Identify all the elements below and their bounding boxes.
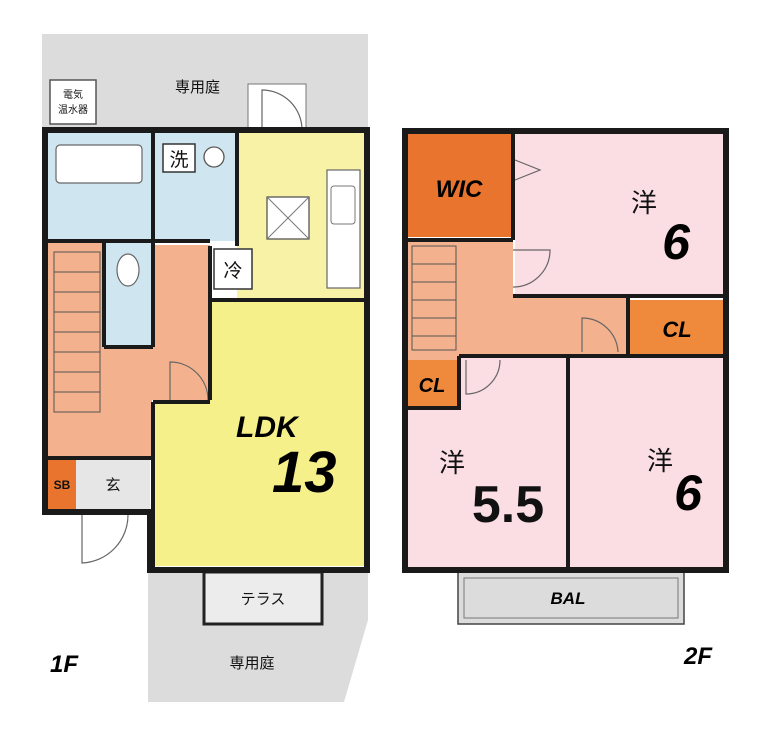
corridor-door-swing [169, 361, 209, 401]
floor-2: WIC 洋 6 CL CL 洋 5.5 洋 [402, 128, 729, 670]
western-a-door-swing [512, 249, 551, 288]
balcony [457, 571, 685, 625]
water-heater-label-line2: 温水器 [58, 104, 88, 116]
western-room-c-size: 6 [674, 465, 703, 521]
entrance-door-swing [81, 513, 129, 564]
sink-icon [203, 146, 225, 168]
closet-left [407, 360, 457, 406]
bathtub [55, 144, 143, 184]
garden-door-frame [247, 83, 307, 131]
island-cross-2 [266, 196, 310, 240]
entrance [76, 458, 150, 510]
ldk-size: 13 [272, 440, 337, 505]
floor-2-label: 2F [683, 643, 713, 670]
stairs-1f [53, 251, 101, 413]
balcony-rail [463, 577, 679, 619]
walls-1f-outer [42, 127, 370, 573]
wash-label: 洗 [169, 149, 188, 171]
western-room-b [407, 356, 566, 570]
western-room-a [515, 133, 724, 294]
shoe-box [48, 458, 76, 510]
fridge-box [213, 248, 253, 290]
western-b-door-swing [465, 359, 501, 395]
shoe-box-label: SB [54, 478, 71, 492]
floor-1: 専用庭 電気 温水器 洗 冷 [42, 34, 370, 702]
ldk-label: LDK [236, 411, 300, 444]
western-room-c-label: 洋 [647, 447, 673, 477]
western-room-c [570, 356, 724, 570]
fridge-label: 冷 [223, 260, 242, 282]
kitchen-sink-icon [330, 185, 356, 225]
water-heater-label-line1: 電気 [63, 88, 83, 101]
stairs-2f [411, 245, 457, 351]
closet-right [630, 300, 724, 354]
western-room-b-label: 洋 [439, 449, 465, 479]
corridor-1f [48, 241, 210, 458]
floor-1-label: 1F [50, 651, 79, 678]
hall-door-swing [581, 317, 619, 353]
wic-door-icon [514, 159, 542, 181]
terrace [202, 570, 324, 626]
garden-bottom-label: 専用庭 [229, 654, 274, 672]
western-room-a-label: 洋 [631, 189, 657, 219]
garden-top-label: 専用庭 [175, 78, 220, 96]
washer-box [162, 143, 196, 173]
garden-door-swing [261, 89, 303, 131]
balcony-label: BAL [551, 589, 586, 608]
closet-left-label: CL [419, 375, 446, 397]
entrance-label: 玄 [105, 476, 120, 494]
wic [407, 133, 511, 237]
water-heater [49, 79, 97, 125]
walls-2f-outer [402, 128, 729, 573]
closet-right-label: CL [662, 317, 691, 342]
western-room-b-size: 5.5 [472, 476, 544, 534]
walls-1f-inner [45, 130, 367, 570]
hall-2f [407, 240, 627, 410]
toilet-icon [116, 253, 140, 287]
walls-2f-inner [405, 131, 726, 570]
ldk [152, 300, 364, 566]
western-room-a-size: 6 [662, 214, 691, 270]
wic-label: WIC [436, 176, 483, 203]
terrace-label: テラス [241, 590, 286, 608]
